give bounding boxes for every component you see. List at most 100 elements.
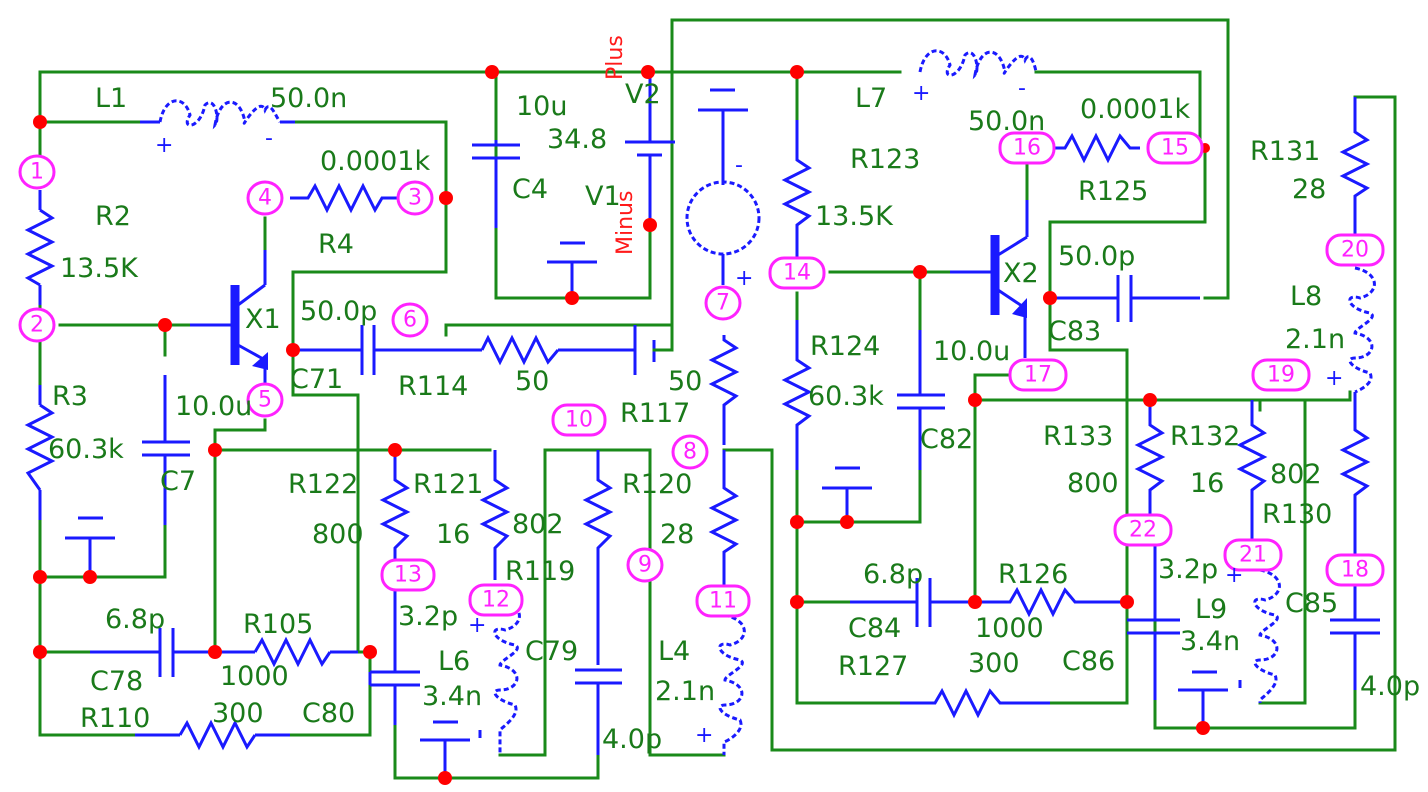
svg-text:6: 6 bbox=[403, 308, 417, 333]
ground-icon bbox=[65, 516, 115, 577]
resistor-R131 bbox=[1339, 97, 1371, 235]
svg-text:2: 2 bbox=[30, 313, 44, 338]
svg-text:C80: C80 bbox=[302, 698, 355, 729]
svg-text:3.4n: 3.4n bbox=[1180, 626, 1240, 657]
svg-text:13.5K: 13.5K bbox=[815, 201, 894, 232]
svg-text:R125: R125 bbox=[1078, 176, 1148, 207]
svg-text:1000: 1000 bbox=[975, 613, 1044, 644]
svg-text:50: 50 bbox=[668, 366, 702, 397]
svg-text:50.0n: 50.0n bbox=[270, 83, 347, 114]
svg-text:+: + bbox=[468, 613, 486, 638]
svg-text:8: 8 bbox=[683, 440, 697, 465]
node-4: 4 bbox=[246, 180, 284, 216]
svg-text:10.0u: 10.0u bbox=[175, 391, 252, 422]
ground-icon bbox=[1178, 670, 1242, 728]
svg-text:16: 16 bbox=[436, 519, 470, 550]
ground-icon bbox=[822, 466, 872, 522]
transistor-X1 bbox=[190, 250, 268, 385]
svg-text:C86: C86 bbox=[1062, 646, 1115, 677]
inductor-L4 bbox=[718, 613, 746, 755]
svg-text:+: + bbox=[912, 81, 930, 106]
svg-text:X1: X1 bbox=[245, 304, 281, 335]
resistor-R122 bbox=[379, 450, 411, 560]
inductors bbox=[158, 49, 1376, 755]
node-16: 16 bbox=[998, 131, 1056, 165]
svg-text:34.8: 34.8 bbox=[547, 124, 607, 155]
junction-dots bbox=[33, 65, 1210, 785]
capacitor-C79 bbox=[575, 668, 622, 755]
svg-text:20: 20 bbox=[1341, 238, 1369, 263]
svg-text:13: 13 bbox=[394, 563, 422, 588]
svg-text:300: 300 bbox=[212, 698, 264, 729]
resistor-R4 bbox=[290, 182, 400, 214]
resistor-R2 bbox=[24, 208, 56, 287]
svg-text:L7: L7 bbox=[855, 83, 887, 114]
capacitor-C71 bbox=[360, 325, 376, 375]
node-17: 17 bbox=[1008, 358, 1068, 392]
svg-text:+: + bbox=[695, 723, 713, 748]
svg-text:V1: V1 bbox=[585, 181, 621, 212]
svg-text:19: 19 bbox=[1267, 363, 1295, 388]
svg-text:C84: C84 bbox=[848, 613, 901, 644]
node-9: 9 bbox=[626, 547, 664, 583]
svg-text:4.0p: 4.0p bbox=[1360, 671, 1420, 702]
inductor-L7 bbox=[918, 49, 1038, 80]
node-5: 5 bbox=[246, 382, 284, 418]
svg-text:R131: R131 bbox=[1250, 136, 1320, 167]
svg-text:R124: R124 bbox=[810, 331, 880, 362]
svg-text:C78: C78 bbox=[90, 666, 143, 697]
resistor-R125 bbox=[1052, 132, 1140, 164]
capacitor-C7 bbox=[142, 440, 190, 457]
ground-icon bbox=[547, 241, 597, 298]
svg-text:1: 1 bbox=[30, 160, 44, 185]
svg-text:6.8p: 6.8p bbox=[863, 559, 923, 590]
svg-text:3.2p: 3.2p bbox=[1158, 554, 1218, 585]
svg-text:+: + bbox=[1325, 366, 1343, 391]
node-11: 11 bbox=[695, 584, 751, 618]
svg-text:C79: C79 bbox=[525, 636, 578, 667]
svg-text:R110: R110 bbox=[80, 703, 150, 734]
capacitor-C85 bbox=[1330, 585, 1380, 690]
node-19: 19 bbox=[1251, 358, 1311, 392]
svg-text:60.3k: 60.3k bbox=[808, 381, 884, 412]
transistor-X2 bbox=[950, 200, 1029, 358]
svg-text:-: - bbox=[735, 153, 743, 178]
svg-text:50.0p: 50.0p bbox=[1058, 241, 1135, 272]
svg-text:Plus: Plus bbox=[603, 35, 628, 80]
inductor-L9 bbox=[1253, 568, 1281, 703]
ground-icon bbox=[420, 720, 482, 778]
svg-text:-: - bbox=[1018, 76, 1026, 101]
svg-text:L1: L1 bbox=[95, 83, 127, 114]
svg-text:R133: R133 bbox=[1043, 421, 1113, 452]
node-3: 3 bbox=[396, 180, 434, 216]
svg-text:C82: C82 bbox=[920, 424, 973, 455]
svg-text:R123: R123 bbox=[850, 144, 920, 175]
svg-text:X2: X2 bbox=[1003, 258, 1039, 289]
svg-text:10: 10 bbox=[565, 408, 593, 433]
svg-text:50: 50 bbox=[515, 366, 549, 397]
svg-text:6.8p: 6.8p bbox=[105, 604, 165, 635]
capacitor-C86 bbox=[1127, 545, 1180, 700]
svg-text:C71: C71 bbox=[290, 364, 343, 395]
battery-V2 bbox=[625, 72, 675, 225]
svg-text:R122: R122 bbox=[288, 469, 358, 500]
svg-text:21: 21 bbox=[1239, 543, 1267, 568]
svg-text:+: + bbox=[155, 133, 173, 158]
svg-text:R117: R117 bbox=[620, 398, 690, 429]
svg-text:802: 802 bbox=[1270, 459, 1322, 490]
svg-text:+: + bbox=[735, 266, 753, 291]
svg-text:R105: R105 bbox=[243, 609, 313, 640]
svg-text:Minus: Minus bbox=[613, 191, 638, 255]
node-2: 2 bbox=[18, 307, 56, 343]
svg-text:7: 7 bbox=[716, 291, 730, 316]
svg-text:28: 28 bbox=[1292, 174, 1326, 205]
svg-text:50.0p: 50.0p bbox=[300, 296, 377, 327]
resistor-R121 bbox=[479, 450, 511, 580]
svg-text:-: - bbox=[265, 126, 273, 151]
svg-text:L9: L9 bbox=[1195, 594, 1227, 625]
resistor-R127 bbox=[900, 687, 1050, 719]
svg-text:16: 16 bbox=[1190, 468, 1224, 499]
capacitor-C4 bbox=[472, 140, 520, 228]
ground-symbols bbox=[65, 241, 1242, 778]
